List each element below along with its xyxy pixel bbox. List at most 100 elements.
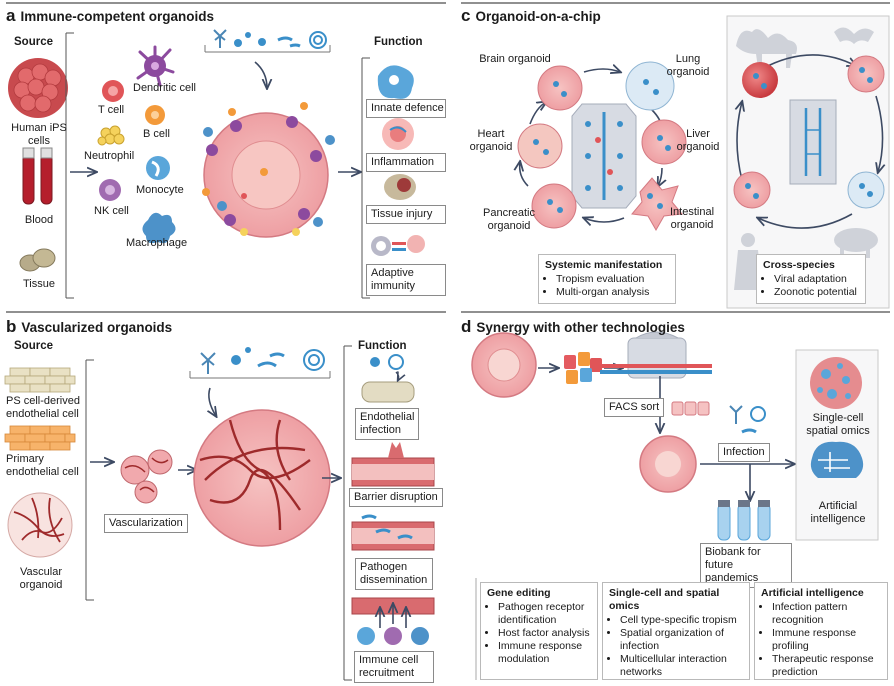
source-ps-endothelial-label: PS cell-derived endothelial cell (6, 395, 80, 420)
inflammation-icon (382, 118, 414, 150)
function-adaptive-immunity: Adaptive immunity (366, 264, 446, 296)
ai-brain-icon (810, 441, 864, 478)
cell-neutrophil-label: Neutrophil (84, 150, 135, 162)
camel-icon (736, 29, 797, 68)
organoid-heart-label: Heart organoid (469, 128, 513, 153)
organoid-liver-label: Liver organoid (676, 128, 720, 153)
pathogens-b (200, 347, 325, 374)
pathogens-d (729, 405, 766, 434)
organoid-icons-c (517, 61, 687, 232)
cell-nk-label: NK cell (94, 205, 129, 217)
chip-c-right (789, 99, 837, 185)
cell-monocyte-label: Monocyte (136, 184, 184, 196)
barrier-disruption-icon (351, 442, 435, 487)
omics-box: Single-cell and spatial omics Cell type-… (602, 582, 750, 680)
cell-macrophage-label: Macrophage (126, 237, 188, 249)
panel-a-function-header: Function (374, 36, 423, 48)
t-cell-graphic (102, 80, 124, 102)
pathogens-a (213, 29, 327, 49)
omics-item: Multicellular interaction networks (620, 653, 743, 679)
pathogen-dissemination-icon (351, 514, 435, 551)
endothelial-infection-icon (361, 354, 415, 403)
blood-tubes (22, 147, 53, 205)
cross-species-cycle (737, 54, 883, 229)
bat-icon (834, 27, 874, 44)
organoid-d-1 (471, 332, 537, 398)
dendritic-cell-graphic (136, 45, 175, 87)
ai-item: Immune response profiling (772, 627, 881, 653)
function-pathogen-dissemination: Pathogen dissemination (355, 558, 433, 590)
function-immune-recruitment: Immune cell recruitment (354, 651, 434, 683)
sorted-cells-d2 (671, 401, 710, 416)
systemic-title: Systemic manifestation (545, 259, 663, 271)
function-inflammation: Inflammation (366, 153, 446, 172)
systemic-item: Multi-organ analysis (556, 286, 669, 299)
biobank-tubes-icon (717, 500, 771, 541)
organoid-pancreatic-label: Pancreatic organoid (483, 207, 535, 232)
b-cell-graphic (145, 105, 165, 125)
cross-species-item: Zoonotic potential (774, 286, 859, 299)
primary-endothelial-graphic (4, 425, 76, 451)
gene-editing-item: Pathogen receptor identification (498, 601, 591, 627)
cell-t-label: T cell (98, 104, 125, 116)
innate-defence-icon (377, 65, 414, 99)
omics-label: Single-cell spatial omics (806, 412, 870, 437)
infection-label: Infection (718, 443, 770, 462)
macrophage-graphic (142, 212, 176, 244)
immune-cell-recruitment-icon (351, 597, 435, 645)
systemic-manifestation-box: Systemic manifestation Tropism evaluatio… (538, 254, 676, 304)
ai-box: Artificial intelligence Infection patter… (754, 582, 888, 680)
ai-title: Artificial intelligence (761, 587, 864, 599)
panel-b-source-header: Source (14, 340, 53, 352)
cross-species-box: Cross-species Viral adaptation Zoonotic … (756, 254, 866, 304)
cross-species-organoids (733, 55, 885, 209)
ps-endothelial-graphic (4, 367, 76, 393)
panel-a-source-header: Source (14, 36, 53, 48)
source-blood-label: Blood (24, 214, 54, 226)
ai-label: Artificial intelligence (810, 500, 866, 525)
biobank-label: Biobank for future pandemics (700, 543, 792, 588)
spatial-omics-icon (810, 357, 862, 409)
organoid-intestinal-label: Intestinal organoid (669, 206, 715, 231)
function-tissue-injury: Tissue injury (366, 205, 446, 224)
function-endothelial-infection: Endothelial infection (355, 408, 419, 440)
organoid-brain-label: Brain organoid (479, 53, 551, 65)
tissue-injury-icon (384, 174, 416, 200)
sorted-cells-d (564, 352, 602, 384)
source-tissue-label: Tissue (23, 278, 55, 290)
immune-organoid-a (202, 102, 335, 238)
facs-machine-icon (600, 331, 712, 379)
adaptive-immunity-icon (371, 235, 425, 256)
tissue-pieces (19, 248, 56, 272)
cross-species-title: Cross-species (763, 259, 835, 271)
panel-b-function-header: Function (358, 340, 407, 352)
vascularized-organoid-b (193, 409, 331, 547)
cell-b-label: B cell (143, 128, 170, 140)
source-primary-endothelial-label: Primary endothelial cell (6, 453, 79, 478)
source-vascular-organoid-label: Vascular organoid (19, 566, 63, 591)
ips-cells-cluster (8, 58, 68, 118)
gene-editing-box: Gene editing Pathogen receptor identific… (480, 582, 598, 680)
omics-item: Cell type-specific tropism (620, 614, 743, 627)
cell-dendritic-label: Dendritic cell (133, 82, 196, 94)
vascular-organoid-graphic (7, 492, 73, 558)
function-barrier-disruption: Barrier disruption (349, 488, 443, 507)
ai-item: Therapeutic response prediction (772, 653, 881, 679)
nk-cell-graphic (99, 179, 121, 201)
source-ips-label: Human iPS cells (11, 122, 67, 147)
monocyte-graphic (146, 156, 170, 180)
ai-item: Infection pattern recognition (772, 601, 881, 627)
function-innate-defence: Innate defence (366, 99, 446, 118)
chip-c-left (571, 103, 637, 209)
vascularization-cells (120, 449, 173, 504)
neutrophil-graphic (97, 125, 125, 146)
facs-sort-label: FACS sort (604, 398, 665, 417)
gene-editing-item: Host factor analysis (498, 627, 591, 640)
human-icon (734, 233, 762, 290)
organoid-d-2 (639, 435, 697, 493)
